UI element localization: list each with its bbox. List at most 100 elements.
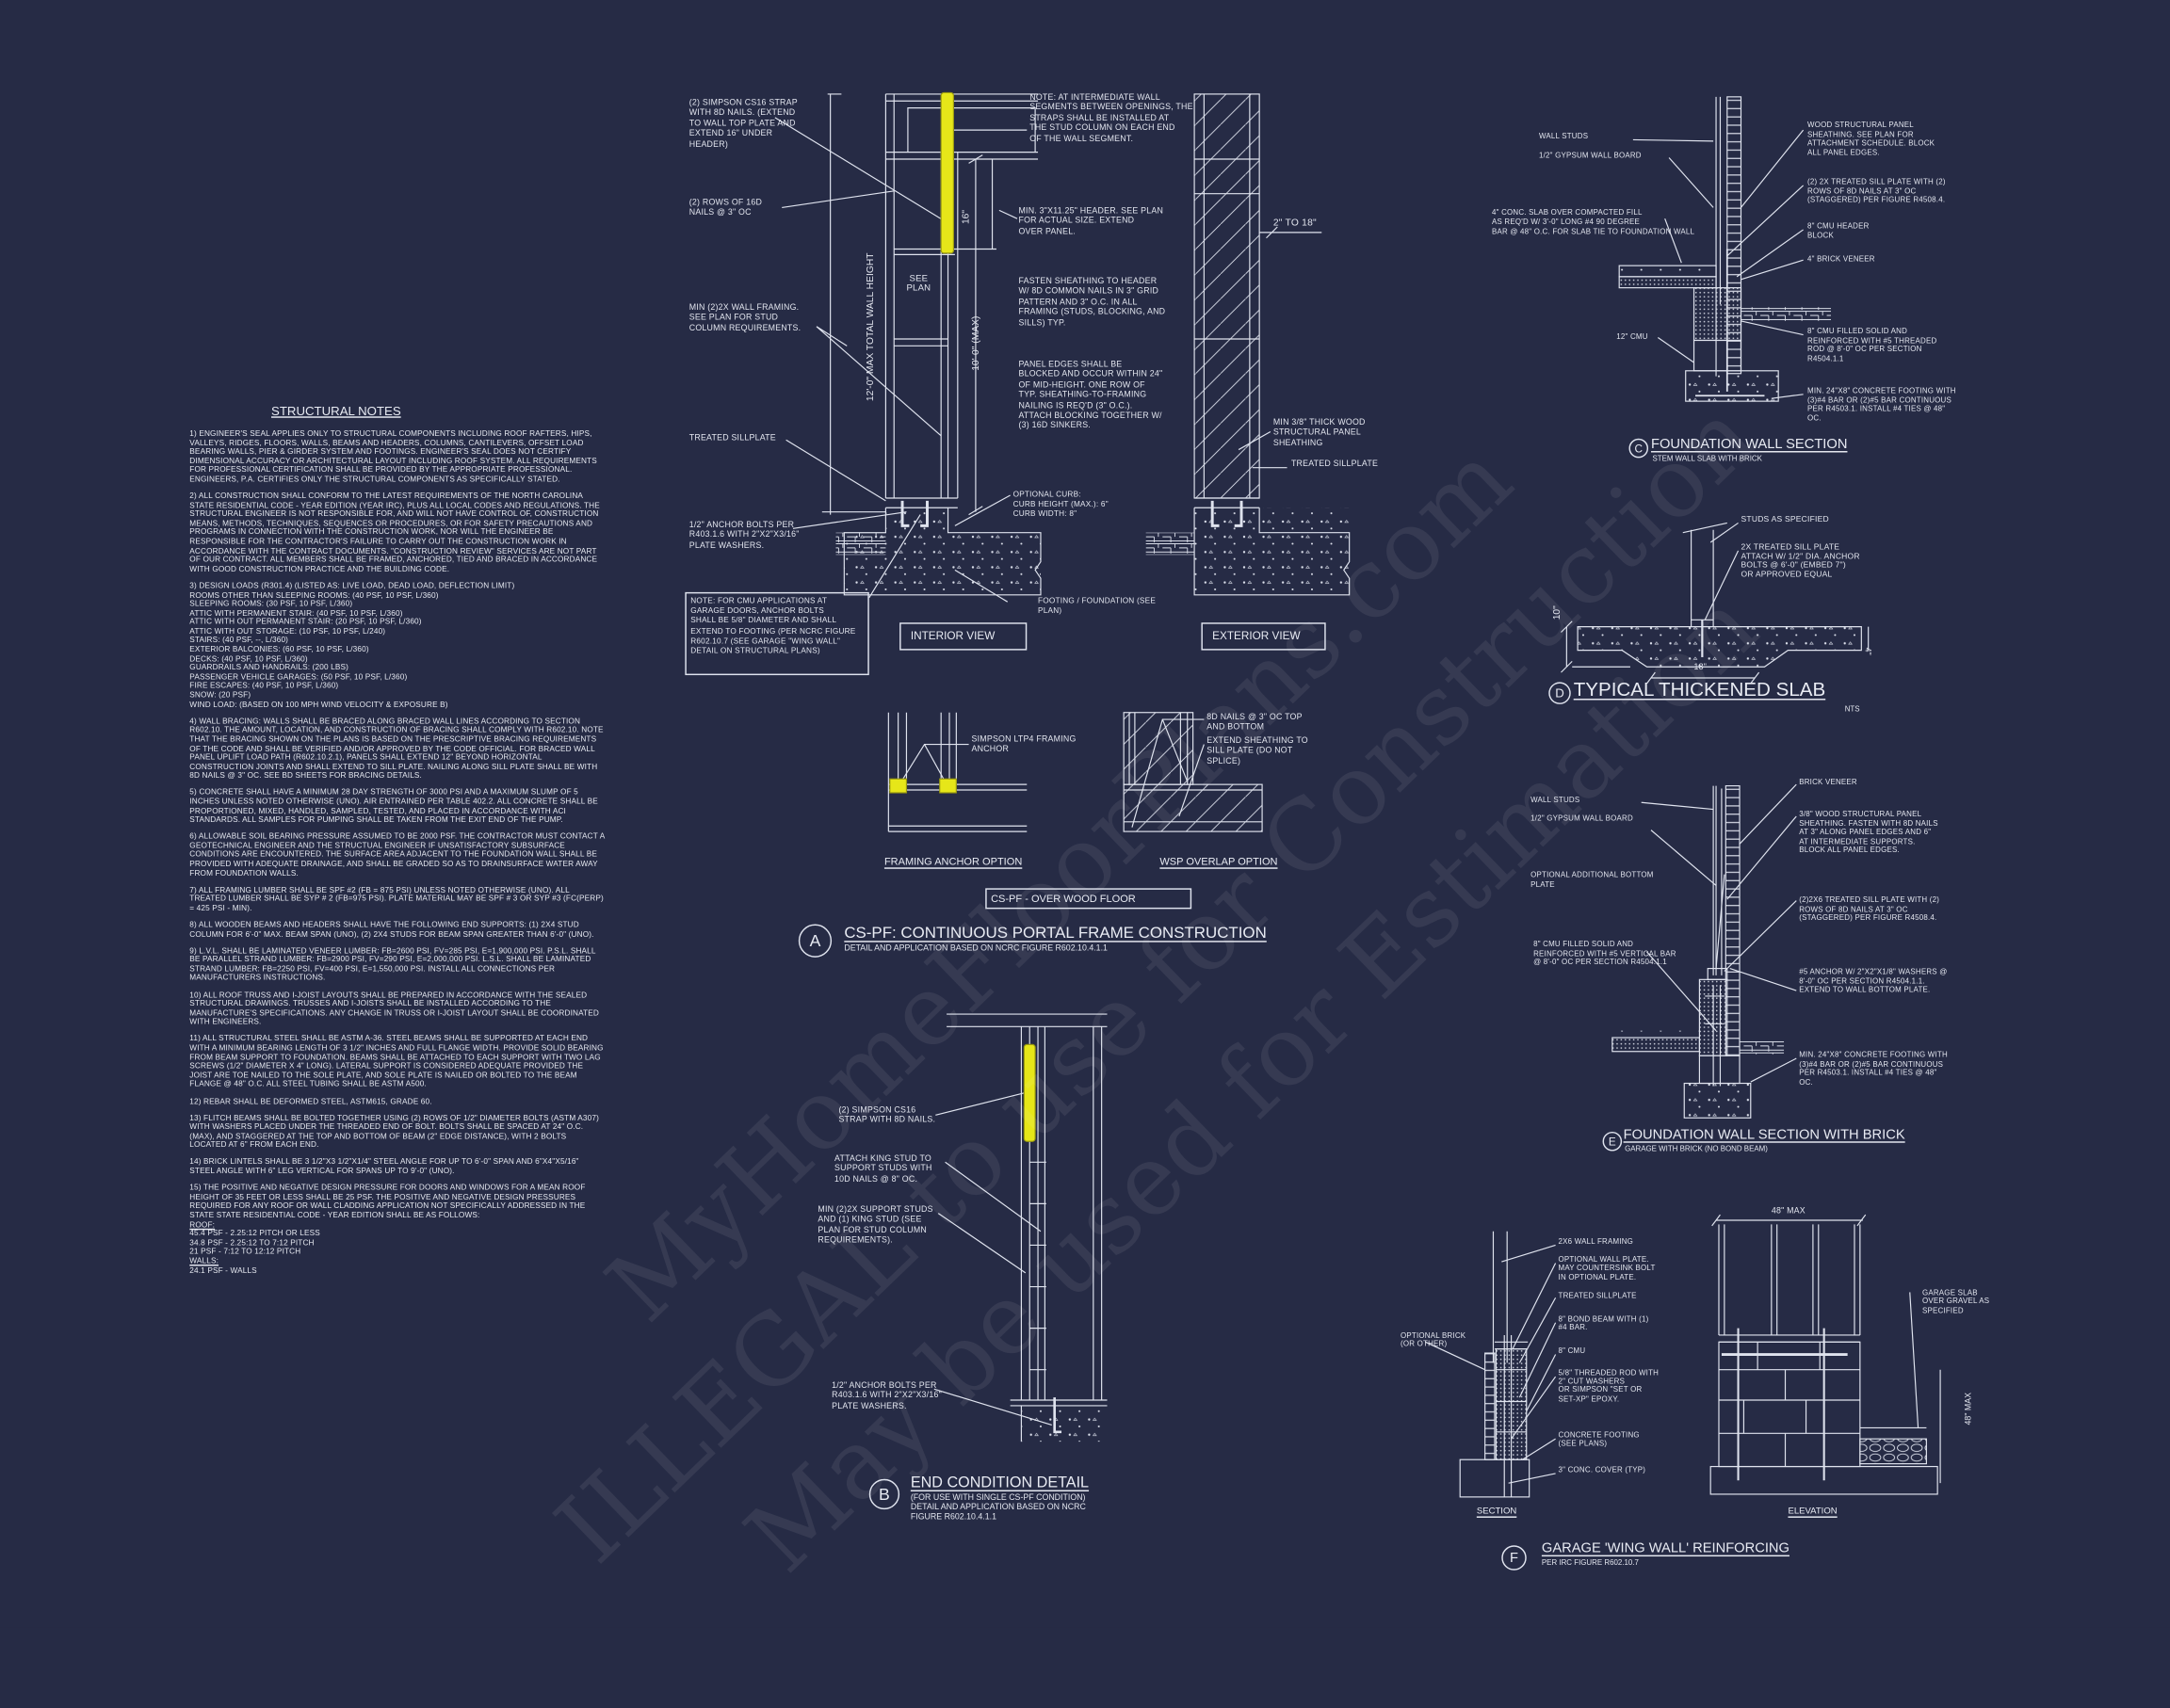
walls-heading: WALLS: [189,1257,219,1266]
dim-strap-overlap: 16" [962,209,972,225]
note-paragraph: 1) ENGINEER'S SEAL APPLIES ONLY TO STRUC… [189,429,597,485]
label-f-cmu: 8" CMU [1558,1347,1586,1357]
label-c-cmu8: 8" CMU FILLED SOLID AND REINFORCED WITH … [1807,328,1937,364]
label-ltp4-anchor: SIMPSON LTP4 FRAMING ANCHOR [971,735,1077,755]
cmu-note-box [685,591,869,676]
label-e-wall-studs: WALL STUDS [1530,797,1580,806]
detail-c-marker: C [1628,438,1649,459]
label-f-sillplate: TREATED SILLPLATE [1558,1292,1637,1301]
detail-c-subtitle: STEM WALL SLAB WITH BRICK [1652,455,1762,464]
detail-a-marker: A [798,924,833,958]
elevation-label: ELEVATION [1788,1507,1838,1517]
label-e-gypsum: 1/2" GYPSUM WALL BOARD [1530,814,1633,824]
roof-heading: ROOF: [189,1220,216,1230]
label-e-sheathing: 3/8" WOOD STRUCTURAL PANEL SHEATHING. FA… [1799,811,1938,856]
label-f-footing: CONCRETE FOOTING (SEE PLANS) [1558,1431,1640,1450]
label-b-strap: (2) SIMPSON CS16 STRAP WITH 8d NAILS. [838,1106,936,1126]
label-e-brick: BRICK VENEER [1799,779,1857,788]
detail-b-subtitle: (FOR USE WITH SINGLE CS-PF CONDITION) DE… [910,1493,1086,1523]
detail-c-title: FOUNDATION WALL SECTION [1650,437,1848,453]
detail-a-title: CS-PF: CONTINUOUS PORTAL FRAME CONSTRUCT… [844,926,1267,943]
exterior-view-box [1201,622,1326,651]
drawing-linework [774,91,1941,1498]
label-c-gypsum: 1/2" GYPSUM WALL BOARD [1538,152,1642,161]
label-c-header-block: 8" CMU HEADER BLOCK [1807,222,1870,241]
framing-anchor-option-title: FRAMING ANCHOR OPTION [883,855,1023,868]
label-rows-nails: (2) ROWS OF 16d NAILS @ 3" OC [688,199,763,218]
structural-notes-title: STRUCTURAL NOTES [271,404,401,418]
label-cs16-strap: (2) SIMPSON CS16 STRAP WITH 8d NAILS. (E… [688,99,798,150]
label-ext-sillplate: TREATED SILLPLATE [1290,460,1379,470]
label-e-cmu: 8" CMU FILLED SOLID AND REINFORCED WITH … [1533,941,1676,968]
label-c-brick: 4" BRICK VENEER [1807,255,1875,265]
detail-f-subtitle: PER IRC FIGURE R602.10.7 [1541,1559,1639,1568]
blueprint-sheet: MyHomeFloorPlans.com ILLEGAL to use for … [189,91,1990,1594]
label-d-studs: STUDS AS SPECIFIED [1741,516,1829,524]
note-paragraph: 12) REBAR SHALL BE DEFORMED STEEL, ASTM6… [189,1097,432,1106]
note-paragraph: 10) ALL ROOF TRUSS AND I-JOIST LAYOUTS S… [189,991,599,1027]
condition-box [985,888,1192,910]
label-e-sill: (2)2x6 TREATED SILL PLATE WITH (2) ROWS … [1799,896,1940,924]
detail-b-drawing [933,1013,1108,1442]
label-f-wall-plate: OPTIONAL WALL PLATE. MAY COUNTERSINK BOL… [1558,1256,1656,1282]
detail-e-marker: E [1602,1131,1623,1152]
dim-d-slab: 4" [1862,647,1871,655]
dim-f-height: 48" MAX [1965,1392,1974,1426]
dim-see-plan: SEE PLAN [906,273,931,295]
interior-view-label: INTERIOR VIEW [910,629,996,642]
note-paragraph: 11) ALL STRUCTURAL STEEL SHALL BE ASTM A… [189,1035,604,1090]
detail-c-drawing [1618,96,1832,402]
dim-2-to-18: 2" TO 18" [1272,218,1317,229]
label-d-sill: 2x TREATED SILL PLATE ATTACH w/ 1/2" dia… [1741,543,1860,580]
structural-notes: 1) ENGINEER'S SEAL APPLIES ONLY TO STRUC… [189,430,605,1276]
label-f-cover: 3" CONC. COVER (TYP) [1558,1466,1646,1475]
label-cmu-note: NOTE: FOR CMU APPLICATIONS AT GARAGE DOO… [690,597,856,656]
label-e-bottom-plate: OPTIONAL ADDITIONAL BOTTOM PLATE [1530,871,1654,890]
section-label: SECTION [1476,1507,1517,1517]
note-paragraph: 13) FLITCH BEAMS SHALL BE BOLTED TOGETHE… [189,1114,599,1151]
wsp-overlap-option-title: WSP OVERLAP OPTION [1159,855,1278,868]
dim-total-wall-height: 12'-0" MAX TOTAL WALL HEIGHT [866,252,877,402]
note-paragraph: 5) CONCRETE SHALL HAVE A MINIMUM 28 DAY … [189,789,598,825]
note-paragraph: 3) DESIGN LOADS (R301.4) (LISTED AS: LIV… [189,582,515,710]
roof-pressures: 45.4 PSF - 2.25:12 PITCH OR LESS 34.8 PS… [189,1230,320,1257]
note-paragraph: 9) L.V.L. SHALL BE LAMINATED VENEER LUMB… [189,947,596,983]
dim-d-width: 18" [1693,664,1708,673]
label-min-framing: MIN (2)2X WALL FRAMING. SEE PLAN FOR STU… [688,304,802,333]
detail-f-elevation-drawing [1709,1214,1941,1495]
dim-f-width: 48" MAX [1771,1207,1806,1217]
label-f-brick: OPTIONAL BRICK (OR OTHER) [1401,1332,1466,1350]
label-f-bond-beam: 8" BOND BEAM WITH (1) #4 BAR. [1558,1315,1649,1333]
label-b-support-studs: MIN (2)2X SUPPORT STUDS AND (1) KING STU… [818,1206,933,1246]
condition-box-label: CS-PF - OVER WOOD FLOOR [991,892,1136,905]
note-paragraph: 4) WALL BRACING: WALLS SHALL BE BRACED A… [189,717,604,781]
label-extend-sheathing: EXTEND SHEATHING TO SILL PLATE (DO NOT S… [1206,737,1308,766]
detail-a-cs16-strap [940,91,954,254]
detail-a-exterior-view-drawing [1145,93,1351,596]
label-c-wall-studs: WALL STUDS [1538,133,1589,141]
label-c-cmu12: 12" CMU [1616,333,1648,342]
label-panel-edges: PANEL EDGES SHALL BE BLOCKED AND OCCUR W… [1018,361,1163,431]
label-footing: FOOTING / FOUNDATION (SEE PLAN) [1038,597,1157,616]
detail-d-scale: NTS [1844,705,1860,715]
label-f-garage-slab: GARAGE SLAB OVER GRAVEL AS SPECIFIED [1921,1289,1990,1316]
detail-b-marker: B [868,1478,900,1510]
label-wsp-thickness: MIN 3/8" THICK WOOD STRUCTURAL PANEL SHE… [1272,419,1366,448]
note-paragraph: 6) ALLOWABLE SOIL BEARING PRESSURE ASSUM… [189,832,605,878]
interior-view-box [899,622,1028,651]
detail-e-drawing [1611,783,1797,1119]
label-c-sill: (2) 2x TREATED SILL PLATE WITH (2) ROWS … [1807,178,1946,205]
detail-e-subtitle: GARAGE WITH BRICK (NO BOND BEAM) [1625,1145,1768,1154]
label-e-footing: MIN. 24"x8" CONCRETE FOOTING WITH (3)#4 … [1799,1051,1948,1088]
label-f-rod: 5/8" THREADED ROD WITH 2" CUT WASHERS OR… [1558,1369,1660,1404]
detail-a-subtitle: DETAIL AND APPLICATION BASED ON NCRC FIG… [844,944,1108,954]
detail-f-section-drawing [1425,1231,1557,1498]
wsp-overlap-option-drawing [1123,712,1263,832]
dim-d-depth: 10" [1552,605,1563,620]
detail-b-title: END CONDITION DETAIL [910,1474,1090,1492]
detail-f-marker: F [1501,1545,1527,1571]
label-b-anchor-bolts: 1/2" ANCHOR BOLTS PER R403.1.6 WITH 2"x2… [832,1381,942,1411]
label-b-king-stud: ATTACH KING STUD TO SUPPORT STUDS WITH 1… [834,1154,932,1184]
label-f-framing: 2x6 WALL FRAMING [1558,1238,1634,1247]
dim-wall-height: 10'-0" (MAX) [971,315,981,371]
